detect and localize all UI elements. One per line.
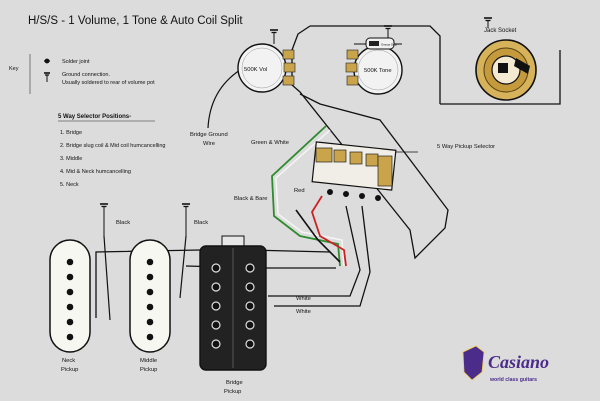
selector-position-3: 3. Middle (60, 156, 82, 162)
neck-black-wire (103, 235, 111, 321)
selector-positions-heading: 5 Way Selector Positions- (58, 114, 131, 120)
neck-pickup-label-2: Pickup (61, 367, 78, 373)
black-bare-label: Black & Bare (234, 196, 268, 202)
key-ground-text-1: Ground connection. (62, 72, 110, 78)
ground-icon (270, 29, 278, 44)
middle-pickup[interactable] (129, 239, 171, 353)
selector-position-2: 2. Bridge slug coil & Mid coil humcancel… (60, 143, 165, 149)
jack-ground-wire (440, 50, 561, 105)
volume-pot[interactable] (237, 43, 296, 93)
capacitor-label: Orange Drop (381, 43, 398, 47)
pickup-selector-switch[interactable] (311, 141, 397, 201)
neck-pickup-label-1: Neck (62, 358, 75, 364)
selector-position-4: 4. Mid & Neck humcancelling (60, 169, 131, 175)
white-label-2: White (296, 309, 311, 315)
green-white-label: Green & White (251, 140, 289, 146)
red-label: Red (294, 188, 305, 194)
middle-pickup-label-1: Middle (140, 358, 157, 364)
red-wire (311, 195, 347, 267)
wire-frame-outline (291, 25, 449, 260)
bridge-pickup-label-2: Pickup (224, 389, 241, 395)
ground-icon (384, 25, 392, 38)
black-middle-label: Black (194, 220, 208, 226)
key-solder-joint-text: Solder joint (62, 59, 90, 65)
white-wire-2 (274, 205, 371, 307)
bridge-ground-label-2: Wire (203, 141, 215, 147)
jack-socket[interactable] (475, 39, 537, 101)
ground-icon (484, 17, 492, 28)
bridge-pickup-label-1: Bridge (226, 380, 243, 386)
bridge-ground-label-1: Bridge Ground (190, 132, 228, 138)
white-wire-1 (268, 205, 361, 297)
white-label-1: White (296, 296, 311, 302)
selector-position-1: 1. Bridge (60, 130, 82, 136)
volume-pot-label: 500K Vol (244, 67, 267, 73)
bridge-ground-wire (207, 69, 241, 129)
jack-hot-wire (310, 25, 441, 104)
brand-name: Casiano (488, 352, 549, 372)
white-wire (275, 129, 345, 267)
key-ground-text-2: Usually soldered to rear of volume pot (62, 80, 155, 86)
selector-position-5: 5. Neck (60, 182, 79, 188)
middle-black-wire (179, 235, 187, 299)
solder-joint-icon (44, 58, 50, 64)
selector-label: 5 Way Pickup Selector (437, 144, 495, 150)
tone-pot[interactable] (345, 45, 403, 95)
page-title: H/S/S - 1 Volume, 1 Tone & Auto Coil Spl… (28, 15, 243, 27)
black-neck-label: Black (116, 220, 130, 226)
brand-tagline: world class guitars (489, 377, 537, 383)
brand-logo: Casiano world class guitars (462, 345, 549, 383)
bridge-pickup[interactable] (199, 235, 267, 371)
neck-pickup[interactable] (49, 239, 91, 353)
middle-pickup-label-2: Pickup (140, 367, 157, 373)
ground-icon (182, 203, 190, 236)
black-bare-wire (295, 209, 341, 263)
key-label: Key (9, 66, 19, 72)
ground-icon (44, 72, 50, 82)
ground-icon (100, 203, 108, 236)
jack-socket-label: Jack Socket (484, 28, 517, 34)
capacitor-icon (354, 37, 402, 50)
tone-pot-label: 500K Tone (364, 68, 392, 74)
